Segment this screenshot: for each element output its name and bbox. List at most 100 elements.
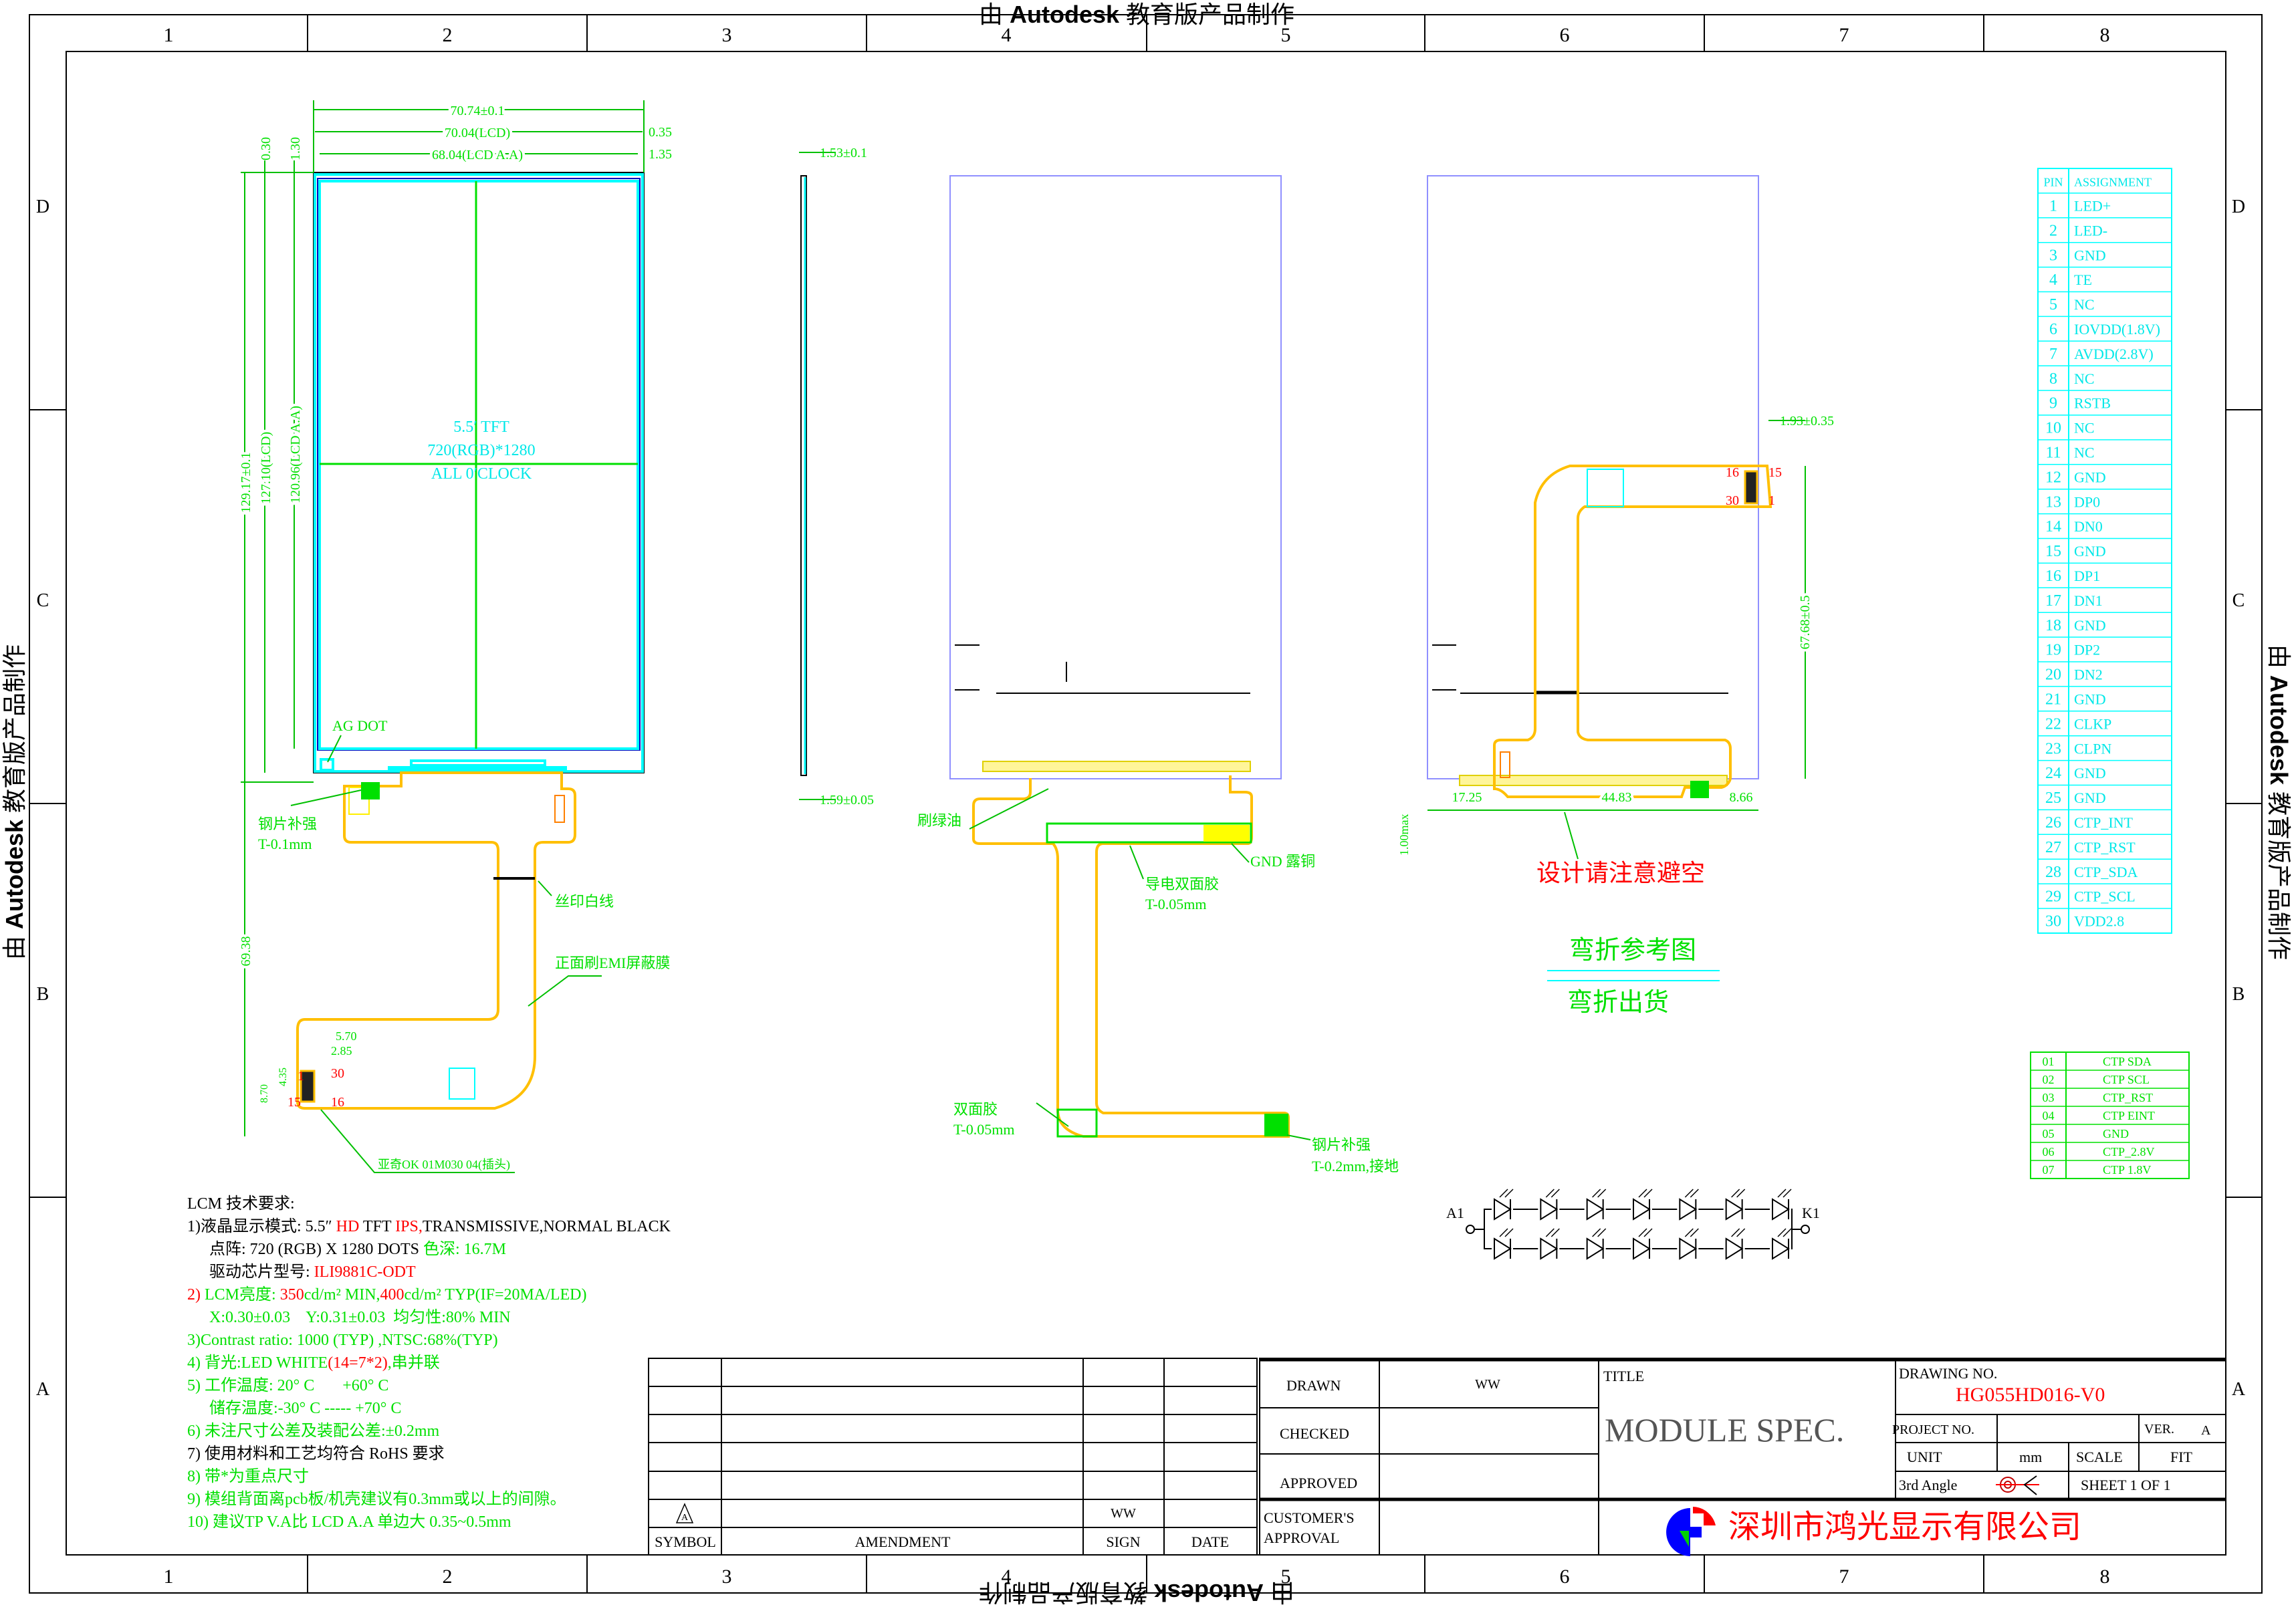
ctp-pin-signal: CTP SDA (2103, 1055, 2152, 1068)
pin-label-30: 30 (331, 1066, 344, 1081)
drawing-number: HG055HD016-V0 (1956, 1384, 2105, 1406)
amendment-table: A WW SYMBOL AMENDMENT SIGN DATE (648, 1358, 1258, 1556)
label-tape-thickness: T-0.05mm (953, 1121, 1014, 1138)
pin-label-15: 15 (288, 1095, 301, 1110)
pin-number: 7 (2049, 346, 2057, 363)
column-marker: 8 (2100, 24, 2110, 46)
spec-segment: 驱动芯片型号: (209, 1263, 314, 1281)
label-emi-film: 正面刷EMI屏蔽膜 (555, 955, 670, 971)
unit-value: mm (2019, 1449, 2042, 1465)
pin-number: 14 (2045, 518, 2061, 535)
pin-label-16: 16 (331, 1095, 344, 1110)
bent-view: 1.93±0.35 67.68±0.5 17.25 44.83 8.66 16 … (1427, 175, 1834, 1017)
label-conductive-tape: 导电双面胶 (1145, 876, 1219, 892)
bent-pin-16: 16 (1726, 465, 1739, 480)
dim-right-offset-2: 1.35 (649, 147, 672, 162)
led-diode-icon (1677, 1228, 1699, 1260)
pin-assignment: GND (2074, 765, 2106, 781)
ctp-pin-signal: CTP EINT (2103, 1109, 2155, 1122)
dim-right-offset-1: 0.35 (649, 125, 672, 140)
company-name: 深圳市鸿光显示有限公司 (1728, 1509, 2081, 1545)
panel-resolution: 720(RGB)*1280 (427, 442, 535, 459)
bent-pin-30: 30 (1726, 493, 1739, 508)
label-tape: 双面胶 (953, 1101, 998, 1118)
dim-side-bottom: 1.59±0.05 (820, 793, 874, 808)
pin-number: 23 (2045, 740, 2061, 757)
pin-assignment: DP1 (2074, 568, 2100, 584)
dim-bent-left: 17.25 (1452, 790, 1482, 805)
spec-segment: 6) 未注尺寸公差及装配公差:±0.2mm (187, 1422, 439, 1440)
ctp-pin-signal: CTP_2.8V (2103, 1145, 2155, 1158)
row-marker: C (2232, 590, 2245, 611)
spec-segment: TRANSMISSIVE,NORMAL BLACK (423, 1218, 671, 1235)
ctp-pin-number: 01 (2043, 1055, 2055, 1068)
column-marker: 2 (443, 1566, 453, 1588)
pin-number: 26 (2045, 814, 2061, 832)
pin-assignment: GND (2074, 617, 2106, 634)
pin-label-1: 1 (298, 1069, 304, 1084)
row-marker: B (37, 984, 49, 1005)
spec-segment: 350 (280, 1286, 304, 1304)
projection-icon (1996, 1475, 2039, 1495)
pin-number: 10 (2045, 420, 2061, 437)
dim-max-thickness: 1.00max (1397, 814, 1411, 856)
customer-approval-label-1: CUSTOMER'S (1264, 1509, 1355, 1526)
row-marker: D (2232, 197, 2245, 217)
pin-number: 6 (2049, 321, 2057, 338)
spec-segment: 400 (380, 1286, 405, 1304)
pin-number: 5 (2049, 296, 2057, 314)
pin-number: 8 (2049, 370, 2057, 388)
front-view: 5.5′ TFT 720(RGB)*1280 ALL 0′CLOCK 70.74… (236, 100, 672, 1173)
drawing-no-label: DRAWING NO. (1899, 1365, 1997, 1382)
spec-segment: 10) 建议TP V.A比 LCD A.A 单边大 0.35~0.5mm (187, 1513, 511, 1531)
spec-line: 7) 使用材料和工艺均符合 RoHS 要求 (187, 1445, 445, 1463)
ctp-pin-signal: CTP 1.8V (2103, 1163, 2151, 1177)
ctp-pin-number: 05 (2043, 1127, 2055, 1140)
pin-number: 20 (2045, 666, 2061, 684)
pin-number: 18 (2045, 617, 2061, 634)
title-block: DRAWN WW CHECKED APPROVED CUSTOMER'S APP… (1259, 1358, 2226, 1556)
spec-segment: LCM亮度: (205, 1285, 280, 1304)
label-ag-dot: AG DOT (332, 717, 388, 734)
column-marker: 3 (722, 24, 732, 46)
led-diode-icon (1492, 1228, 1514, 1260)
lcm-spec-notes: LCM 技术要求:1)液晶显示模式: 5.5″ HD TFT IPS,TRANS… (187, 1195, 671, 1531)
header-amendment: AMENDMENT (855, 1533, 951, 1550)
ctp-pin-number: 06 (2043, 1145, 2055, 1158)
pin-assignment: DN1 (2074, 592, 2103, 609)
led-anode-label: A1 (1446, 1205, 1464, 1221)
spec-segment: cd/m² TYP(IF=20MA/LED) (405, 1286, 587, 1304)
ctp-pin-number: 03 (2043, 1091, 2055, 1104)
pin-assignment: LED- (2074, 222, 2107, 239)
pin-number: 27 (2045, 839, 2061, 856)
spec-line: LCM 技术要求: (187, 1195, 295, 1213)
pin-table-row: 16 DP1 (2045, 568, 2100, 585)
pin-number: 30 (2045, 913, 2061, 931)
ctp-pin-number: 02 (2043, 1073, 2055, 1086)
pin-number: 19 (2045, 642, 2061, 659)
led-diode-icon (1631, 1189, 1653, 1221)
led-diode-icon (1584, 1189, 1607, 1221)
column-marker: 2 (443, 24, 453, 46)
led-diode-icon (1723, 1189, 1746, 1221)
pin-number: PIN (2043, 176, 2063, 189)
pin-table-row: 18 GND (2045, 617, 2106, 634)
dim-top-offset-2: 1.30 (288, 137, 303, 160)
column-marker: 4 (1002, 24, 1012, 46)
spec-line: 5) 工作温度: 20° C +60° C (187, 1376, 388, 1394)
ctp-pin-signal: CTP SCL (2103, 1073, 2150, 1086)
pin-assignment: ASSIGNMENT (2074, 176, 2152, 189)
pin-number: 16 (2045, 568, 2061, 585)
pin-assignment: CLKP (2074, 715, 2111, 732)
